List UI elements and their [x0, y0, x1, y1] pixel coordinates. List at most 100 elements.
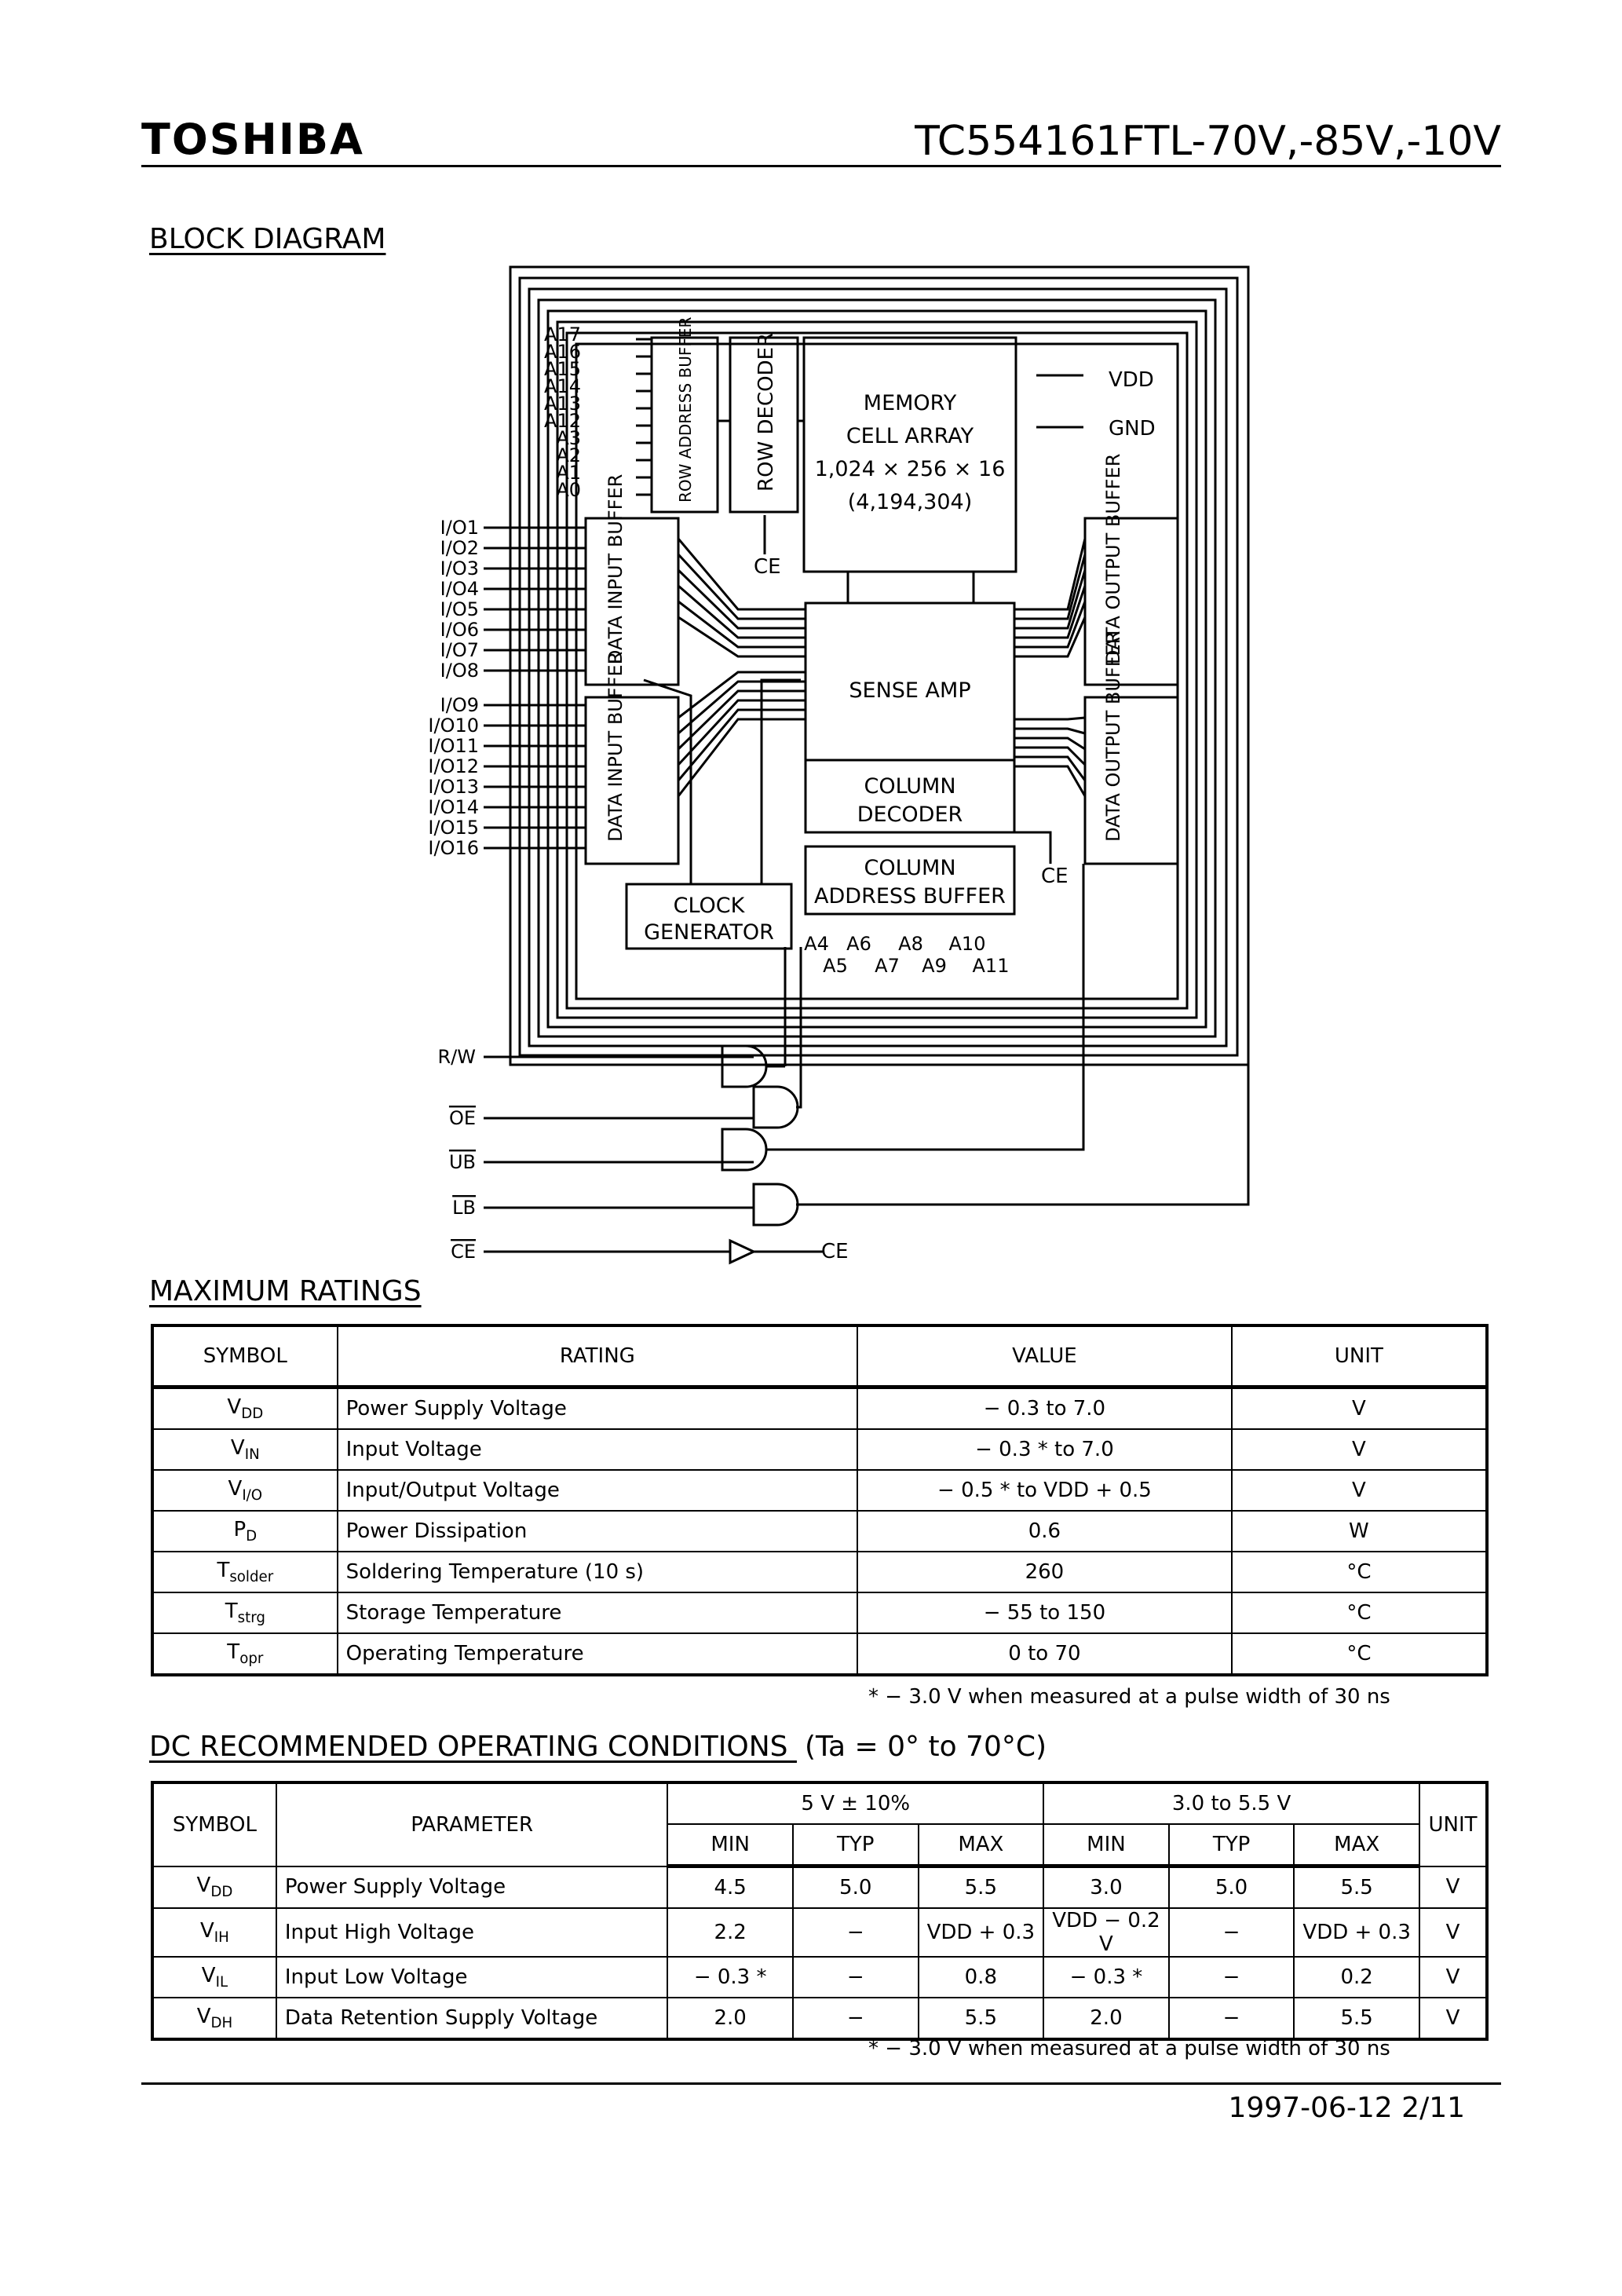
ctrl-rw: R/W: [438, 1046, 477, 1068]
block-diagram-title: BLOCK DIAGRAM: [149, 223, 386, 255]
dc-condition-text: (Ta = 0° to 70°C): [804, 1731, 1047, 1763]
table-cell: 5.5: [1293, 1865, 1420, 1909]
table-cell: −: [791, 1997, 919, 2040]
data-input-buffer-lower-label: DATA INPUT BUFFER: [605, 652, 627, 842]
column-address-buffer-box: [804, 845, 1016, 916]
col-addr-a9: A9: [922, 955, 947, 977]
mr-header-symbol: SYMBOL: [152, 1325, 338, 1389]
table-cell: −: [1167, 1907, 1295, 1958]
addr-a14: A14: [544, 375, 581, 397]
mr-header-rating: RATING: [336, 1325, 859, 1389]
table-cell: DH: [210, 2015, 233, 2032]
table-cell: 5.0: [1167, 1865, 1295, 1909]
col-addr-a6: A6: [846, 933, 871, 955]
table-cell: 0 to 70: [857, 1632, 1233, 1676]
table-cell: VDD + 0.3: [1293, 1907, 1420, 1958]
io15-label: I/O15: [428, 817, 479, 839]
data-output-buffer-lower-box: [1083, 696, 1179, 865]
table-cell: T: [227, 1640, 240, 1664]
table-cell: IL: [215, 1974, 228, 1991]
col-addr-a7: A7: [875, 955, 900, 977]
data-input-buffer-lower-box: [584, 696, 680, 865]
table-cell: T: [217, 1558, 230, 1582]
io14-label: I/O14: [428, 796, 479, 818]
table-cell: V: [1230, 1469, 1489, 1512]
bus-loop-outer: [509, 265, 1250, 1066]
table-cell: IH: [214, 1929, 229, 1947]
table-cell: 260: [857, 1551, 1233, 1593]
col-addr-a10: A10: [949, 933, 986, 955]
table-cell: − 0.3 *: [667, 1956, 794, 1998]
table-cell: VIL: [152, 1956, 277, 1998]
table-cell: °C: [1230, 1592, 1489, 1634]
table-cell: V: [201, 1963, 216, 1987]
table-cell: − 0.3 * to 7.0: [857, 1428, 1233, 1471]
ce-label-out: CE: [821, 1240, 849, 1263]
and-gate-1: [721, 1044, 768, 1088]
table-cell: Storage Temperature: [336, 1592, 859, 1634]
and-gate-3: [721, 1128, 768, 1172]
part-number: TC554161FTL-70V,-85V,-10V: [915, 118, 1501, 165]
header-rule: [141, 165, 1501, 167]
memory-cell-array-box: [802, 336, 1017, 573]
table-header-cell: TYP: [791, 1823, 919, 1868]
memory-line-3: 1,024 × 256 × 16: [815, 457, 1006, 481]
table-cell: 3.0: [1043, 1865, 1170, 1909]
table-header-cell: MIN: [1043, 1823, 1170, 1868]
and-gate-4: [752, 1183, 799, 1227]
table-cell: DD: [210, 1884, 233, 1901]
io1-label: I/O1: [440, 517, 479, 539]
addr-a16: A16: [544, 341, 581, 363]
table-cell: D: [246, 1528, 258, 1545]
addr-a15: A15: [544, 358, 581, 380]
dc-conditions-table: SYMBOL PARAMETER 5 V ± 10% 3.0 to 5.5 V …: [151, 1781, 1489, 2041]
io10-label: I/O10: [428, 715, 479, 737]
ctrl-ce: CE: [451, 1241, 476, 1263]
dc-header-parameter: PARAMETER: [275, 1782, 669, 1867]
addr-a13: A13: [544, 393, 581, 415]
table-header-cell: MAX: [1293, 1823, 1420, 1868]
data-output-buffer-upper-label: DATA OUTPUT BUFFER: [1102, 454, 1124, 664]
io8-label: I/O8: [440, 660, 479, 682]
data-input-buffer-upper-box: [584, 517, 680, 686]
ctrl-oe: OE: [449, 1107, 476, 1129]
io16-label: I/O16: [428, 837, 479, 859]
table-cell: Power Supply Voltage: [275, 1865, 669, 1909]
addr-a2: A2: [556, 444, 581, 466]
row-address-buffer-label: ROW ADDRESS BUFFER: [676, 316, 695, 503]
table-cell: 5.5: [917, 1865, 1045, 1909]
table-cell: opr: [239, 1651, 264, 1668]
dc-header-unit: UNIT: [1418, 1782, 1489, 1867]
table-cell: VDD + 0.3: [917, 1907, 1045, 1958]
mr-header-value: VALUE: [857, 1325, 1233, 1389]
table-cell: 4.5: [667, 1865, 794, 1909]
table-cell: V: [1418, 1997, 1489, 2040]
col-addr-a11: A11: [973, 955, 1010, 977]
data-input-buffer-upper-label: DATA INPUT BUFFER: [605, 474, 627, 664]
dc-header-group2: 3.0 to 5.5 V: [1043, 1782, 1420, 1825]
toshiba-logo: TOSHIBA: [141, 115, 364, 164]
addr-a12: A12: [544, 410, 581, 432]
table-cell: − 0.3 to 7.0: [857, 1386, 1233, 1430]
table-cell: 2.0: [667, 1997, 794, 2040]
table-cell: V: [1418, 1956, 1489, 1998]
table-cell: VDD: [152, 1865, 277, 1909]
clock-generator-box: [625, 883, 793, 950]
maximum-ratings-title: MAXIMUM RATINGS: [149, 1275, 422, 1307]
table-cell: Input High Voltage: [275, 1907, 669, 1958]
table-cell: 0.6: [857, 1510, 1233, 1552]
table-cell: 0.2: [1293, 1956, 1420, 1998]
table-cell: VIH: [152, 1907, 277, 1958]
table-cell: Operating Temperature: [336, 1632, 859, 1676]
table-cell: − 55 to 150: [857, 1592, 1233, 1634]
table-cell: Input Low Voltage: [275, 1956, 669, 1998]
data-output-buffer-upper-box: [1083, 517, 1179, 686]
table-cell: V: [1418, 1865, 1489, 1909]
memory-line-4: (4,194,304): [848, 490, 972, 514]
table-header-cell: MIN: [667, 1823, 794, 1868]
